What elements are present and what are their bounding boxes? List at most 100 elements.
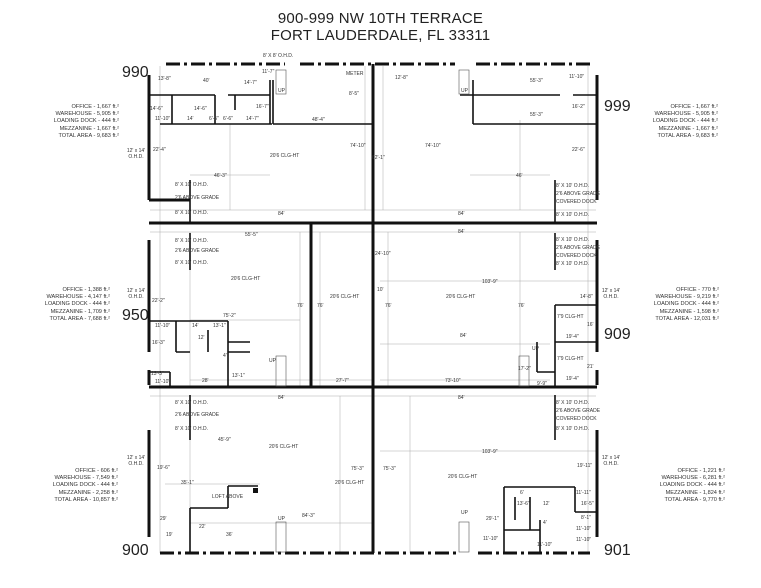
dim: 48'-4" (312, 117, 325, 123)
ohd-label: 8' X 10' O.H.D. (175, 260, 208, 266)
dim: 84' (458, 211, 465, 217)
mezzanine-area: MEZZANINE - 1,667 ft.² (658, 125, 718, 132)
dim: 16'-7" (256, 104, 269, 110)
ohd-label: 8' X 10' O.H.D. (556, 183, 589, 189)
dim: 73'-10" (445, 378, 461, 384)
dim: 11'-11" (576, 490, 591, 496)
dim: 22'-4" (153, 147, 166, 153)
dim: 11'-10" (155, 379, 170, 385)
loading-dock-area: LOADING DOCK - 444 ft.² (44, 301, 110, 308)
dim: 84' (458, 395, 465, 401)
dim: 55'-3" (530, 78, 543, 84)
ohd-label: 8' X 10' O.H.D. (556, 261, 589, 267)
dock-walls (189, 180, 556, 440)
dim: 84' (278, 395, 285, 401)
dim: 22'-6" (572, 147, 585, 153)
dim: 11'-7" (262, 69, 275, 75)
total-area: TOTAL AREA - 9,770 ft.² (664, 496, 725, 503)
stair-up-label: UP (278, 516, 286, 522)
total-area: TOTAL AREA - 9,683 ft.² (58, 132, 119, 139)
dim: 16'-2" (572, 104, 585, 110)
dim: 11'-10" (155, 323, 170, 329)
total-area: TOTAL AREA - 7,688 ft.² (49, 315, 110, 322)
dim: 11'-10" (537, 542, 552, 548)
dim: 76' (518, 303, 525, 309)
ohd-label: 8' X 10' O.H.D. (175, 426, 208, 432)
dim: 84' (460, 333, 467, 339)
unit-number-999: 999 (604, 98, 631, 115)
mezzanine-area: MEZZANINE - 2,258 ft.² (58, 489, 118, 496)
dim: 40' (203, 78, 210, 84)
dim: 13'-1" (213, 323, 226, 329)
mezzanine-area: MEZZANINE - 1,824 ft.² (665, 489, 725, 496)
dim: 84' (278, 211, 285, 217)
dim: 84' (458, 229, 465, 235)
stair-up-label: UP (269, 358, 277, 364)
stair-up-label: UP (461, 88, 469, 94)
dim: 14' (192, 323, 199, 329)
ceiling-height: 20'6 CLG-HT (330, 294, 359, 300)
unit-900-stats: OFFICE - 606 ft.² WAREHOUSE - 7,549 ft.²… (53, 468, 118, 504)
dim: 36' (226, 532, 233, 538)
dim: 11'-10" (483, 536, 498, 542)
unit-999-stats: OFFICE - 1,667 ft.² WAREHOUSE - 5,905 ft… (638, 104, 718, 140)
dim: 17'-2" (518, 366, 531, 372)
ohd-label: 12' x 14' O.H.D. (601, 288, 621, 300)
above-grade-label: 2'6 ABOVE GRADE (556, 191, 601, 197)
dim: 13'-1" (232, 373, 245, 379)
warehouse-area: WAREHOUSE - 9,219 ft.² (655, 294, 719, 301)
dim: 16'-5" (581, 501, 594, 507)
unit-number-901: 901 (604, 542, 631, 559)
dim: 76' (317, 303, 324, 309)
unit-number-900: 900 (122, 542, 149, 559)
unit-950-stats: OFFICE - 1,388 ft.² WAREHOUSE - 4,147 ft… (45, 287, 110, 323)
warehouse-area: WAREHOUSE - 5,905 ft.² (55, 111, 119, 118)
ohd-label: 12' x 14' O.H.D. (126, 148, 146, 160)
dim: 14' (187, 116, 194, 122)
dim: 62'-1" (372, 155, 385, 161)
dim: 75'-3" (351, 466, 364, 472)
stair-up-label: UP (278, 88, 286, 94)
above-grade-label: 2'6 ABOVE GRADE (175, 412, 220, 418)
exterior-walls (147, 62, 599, 555)
ohd-label: 8' X 10' O.H.D. (175, 210, 208, 216)
dim: 13'-8" (158, 76, 171, 82)
dim: 14'-8" (580, 294, 593, 300)
unit-909-stats: OFFICE - 770 ft.² WAREHOUSE - 9,219 ft.²… (624, 287, 719, 323)
dim: 9'-9" (537, 381, 547, 387)
dim: 75'-3" (383, 466, 396, 472)
office-walls (149, 80, 597, 553)
dim: 14'-7" (246, 116, 259, 122)
dim: 55'-5" (245, 232, 258, 238)
dim: 16'-3" (152, 340, 165, 346)
ohd-label: 8' X 10' O.H.D. (175, 400, 208, 406)
covered-dock-label: COVERED DOCK (556, 199, 597, 205)
dim: 12'-8" (395, 75, 408, 81)
dim: 75'-2" (223, 313, 236, 319)
dim: 46' (516, 173, 523, 179)
dim: 27'-7" (336, 378, 349, 384)
dim: 14'-6" (194, 106, 207, 112)
dim: 22'-2" (152, 298, 165, 304)
dim: 28' (202, 378, 209, 384)
dim: 19' (166, 532, 173, 538)
mezzanine-area: MEZZANINE - 1,667 ft.² (59, 125, 119, 132)
dim: 6'-5" (209, 116, 219, 122)
dim: 14'-6" (150, 106, 163, 112)
above-grade-label: 2'6 ABOVE GRADE (556, 408, 601, 414)
ceiling-height: 7'9 CLG-HT (557, 356, 584, 362)
dim: 14'-7" (244, 80, 257, 86)
dim: 103'-9" (482, 279, 498, 285)
dim: 10' (377, 287, 384, 293)
dim: 19'-6" (157, 465, 170, 471)
unit-number-950: 950 (122, 307, 149, 324)
ohd-label: 12' x 14' O.H.D. (601, 455, 621, 467)
ceiling-height: 20'6 CLG-HT (446, 294, 475, 300)
ceiling-height: 20'6 CLG-HT (270, 153, 299, 159)
dim: 46'-3" (214, 173, 227, 179)
loading-dock-area: LOADING DOCK - 444 ft.² (653, 301, 719, 308)
ohd-label: 8' X 8' O.H.D. (263, 53, 293, 59)
dim: 29'-1" (486, 516, 499, 522)
dim: 103'-9" (482, 449, 498, 455)
ceiling-height: 7'9 CLG-HT (557, 314, 584, 320)
